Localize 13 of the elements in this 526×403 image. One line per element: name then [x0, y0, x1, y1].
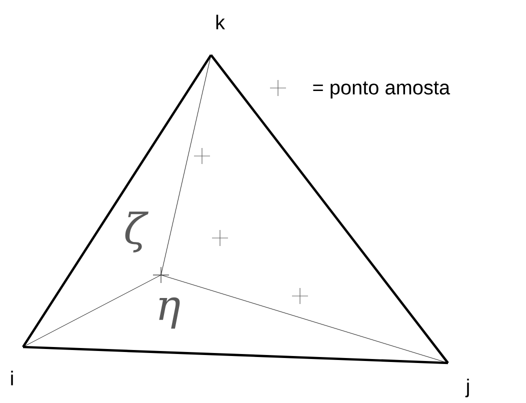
vertex-label: j [465, 378, 469, 398]
vertex-label: i [11, 370, 13, 386]
line [22, 54, 212, 348]
line [22, 346, 448, 364]
line [22, 274, 161, 348]
greek-letter: ζ [125, 212, 148, 252]
vertex-label: k [216, 14, 226, 30]
greek-letter: η [159, 297, 180, 329]
line [160, 54, 212, 275]
cross-mark [152, 266, 170, 284]
line [210, 54, 449, 364]
line [161, 274, 448, 364]
legend-text: = ponto amosta [313, 81, 450, 98]
